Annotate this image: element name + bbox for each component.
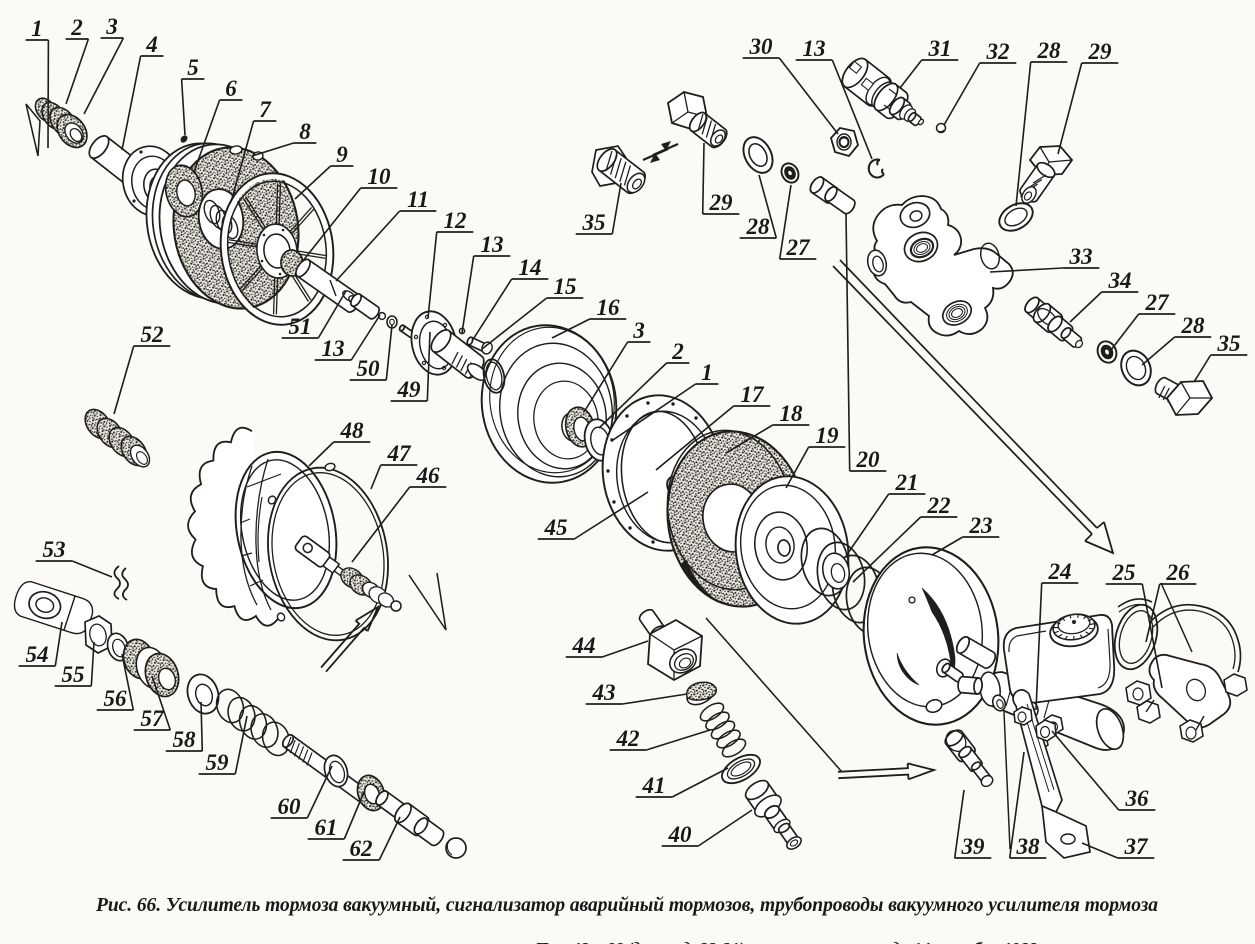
svg-text:22: 22 [927,493,951,518]
svg-text:59: 59 [206,750,230,775]
svg-text:33: 33 [1069,244,1093,269]
svg-text:57: 57 [141,706,166,731]
svg-text:30: 30 [749,34,774,59]
svg-text:14: 14 [519,255,542,280]
svg-text:18: 18 [780,401,804,426]
svg-text:5: 5 [187,55,199,80]
svg-text:56: 56 [104,686,128,711]
svg-text:43: 43 [592,680,616,705]
svg-text:2: 2 [70,15,83,40]
svg-text:54: 54 [26,642,49,667]
svg-text:27: 27 [1145,290,1171,315]
svg-text:37: 37 [1124,834,1150,859]
svg-text:2: 2 [671,339,684,364]
svg-text:47: 47 [387,441,413,466]
svg-text:52: 52 [141,322,164,347]
svg-text:42: 42 [616,726,640,751]
svg-text:7: 7 [259,97,272,122]
svg-text:13: 13 [803,36,826,61]
svg-text:29: 29 [709,190,734,215]
svg-text:19: 19 [816,423,840,448]
svg-text:46: 46 [416,463,441,488]
svg-text:26: 26 [1166,560,1191,585]
svg-text:62: 62 [350,836,373,861]
svg-text:45: 45 [544,515,568,540]
svg-text:53: 53 [43,537,66,562]
svg-text:48: 48 [340,418,365,443]
svg-text:4: 4 [145,32,158,57]
svg-text:28: 28 [1181,313,1206,338]
svg-text:50: 50 [357,356,381,381]
svg-text:31: 31 [928,36,952,61]
svg-text:32: 32 [986,39,1010,64]
svg-text:55: 55 [62,662,85,687]
svg-text:3: 3 [105,14,118,39]
svg-text:13: 13 [481,232,504,257]
svg-text:28: 28 [1037,38,1062,63]
svg-text:8: 8 [299,119,311,144]
svg-text:61: 61 [315,815,338,840]
svg-text:60: 60 [278,794,302,819]
svg-text:27: 27 [786,235,812,260]
svg-text:44: 44 [572,633,596,658]
svg-text:51: 51 [289,314,312,339]
svg-text:12: 12 [444,208,467,233]
svg-text:10: 10 [368,164,392,189]
svg-text:6: 6 [225,76,237,101]
svg-text:13: 13 [322,336,345,361]
svg-text:Рис. 66. Усилитель тормоза вак: Рис. 66. Усилитель тормоза вакуумный, си… [95,895,1158,916]
svg-text:36: 36 [1125,786,1150,811]
svg-text:24: 24 [1048,559,1072,584]
svg-text:25: 25 [1112,560,1136,585]
svg-text:20: 20 [856,447,881,472]
svg-text:23: 23 [969,513,993,538]
svg-text:35: 35 [1217,331,1241,356]
svg-text:1: 1 [31,16,43,41]
svg-text:40: 40 [668,822,693,847]
svg-text:21: 21 [895,470,919,495]
svg-text:58: 58 [173,727,197,752]
svg-text:28: 28 [746,214,771,239]
svg-text:Поз. 48—66 (для мод. 33-21) ус: Поз. 48—66 (для мод. 33-21) устанавливаю… [534,939,1052,944]
svg-text:34: 34 [1108,268,1132,293]
svg-text:49: 49 [397,377,422,402]
svg-text:41: 41 [642,773,666,798]
svg-text:29: 29 [1088,39,1113,64]
svg-text:39: 39 [961,834,986,859]
svg-text:17: 17 [741,382,766,407]
svg-text:16: 16 [597,295,621,320]
svg-text:11: 11 [407,187,429,212]
svg-text:35: 35 [582,210,606,235]
svg-text:15: 15 [554,274,577,299]
svg-text:1: 1 [701,360,713,385]
svg-text:9: 9 [336,142,348,167]
svg-text:3: 3 [632,318,645,343]
svg-text:38: 38 [1016,834,1041,859]
